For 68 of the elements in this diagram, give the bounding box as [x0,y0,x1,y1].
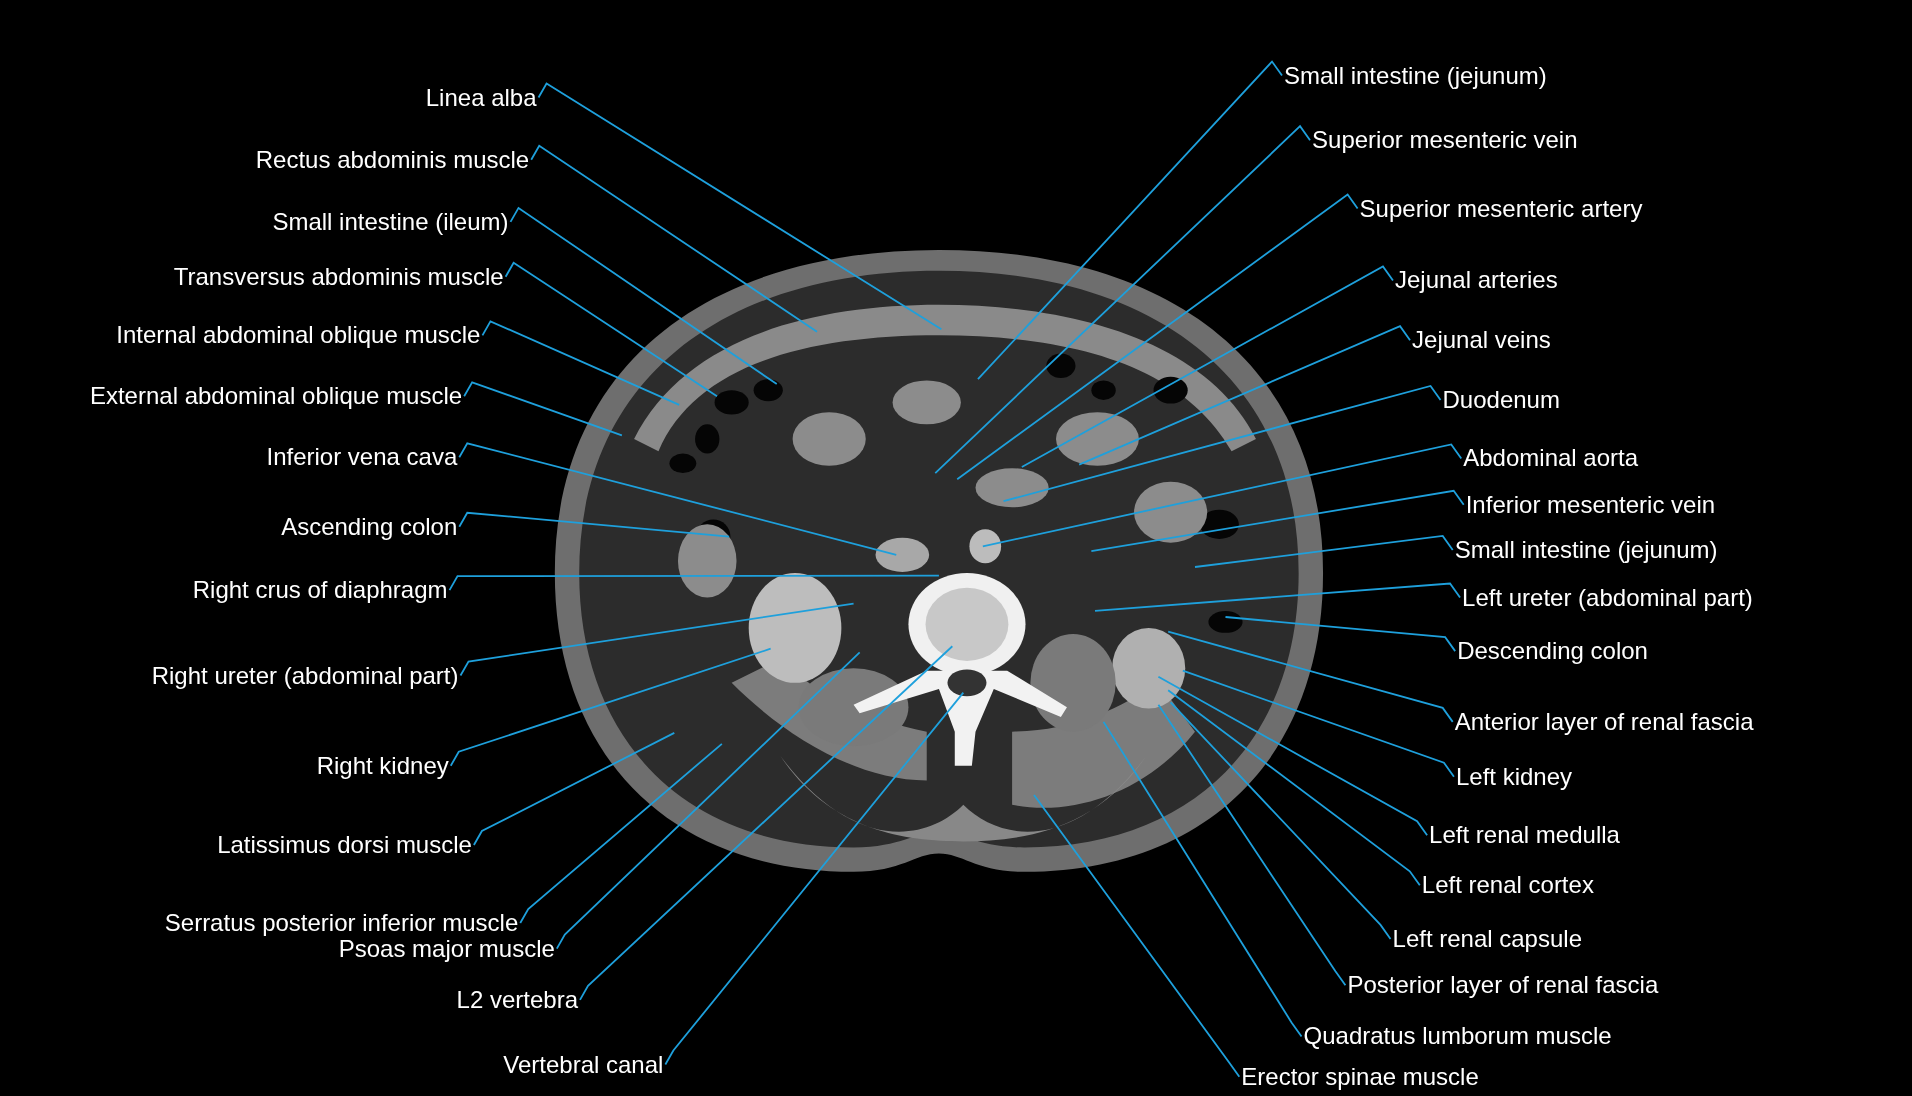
anatomy-label: Small intestine (jejunum) [1454,535,1718,564]
anatomy-label: Right crus of diaphragm [192,576,448,605]
anatomy-label: Left renal capsule [1392,924,1582,953]
leader-line [1020,265,1394,468]
leader-line [459,602,855,677]
anatomy-label: Small intestine (jejunum) [1284,61,1547,90]
leader-line [530,144,818,333]
anatomy-label: Small intestine (ileum) [272,207,509,236]
anatomy-label: Rectus abdominis muscle [255,145,530,174]
leader-line [1002,384,1442,503]
leader-line [1033,794,1241,1078]
leader-line [519,742,723,924]
leader-line [579,645,954,1001]
leader-line [1094,582,1461,612]
anatomy-label: Ascending colon [281,512,458,541]
anatomy-label: Inferior vena cava [266,443,458,472]
leader-line [463,381,623,437]
leader-line [481,320,681,406]
anatomy-label: Erector spinae muscle [1241,1062,1479,1091]
leader-line [1194,535,1454,568]
leader-line [458,442,898,556]
anatomy-label: Jejunal arteries [1394,266,1558,295]
leader-line [537,82,943,331]
anatomy-label: Quadratus lumborum muscle [1303,1022,1612,1051]
anatomy-label: Superior mesenteric artery [1359,194,1643,223]
anatomy-label: Left kidney [1455,762,1572,791]
anatomy-label: Jejunal veins [1412,326,1551,355]
leader-line [981,443,1463,548]
anatomy-label: External abdominal oblique muscle [89,382,463,411]
leader-line [509,206,778,385]
anatomy-label: Posterior layer of renal fascia [1347,971,1659,1000]
anatomy-label: L2 vertebra [456,985,578,1014]
leader-line [1102,721,1303,1038]
anatomy-label: Right kidney [316,751,449,780]
anatomy-label: Abdominal aorta [1463,444,1639,473]
anatomy-label: Linea alba [425,83,537,112]
anatomy-label: Transversus abdominis muscle [173,262,504,291]
leader-line [934,124,1311,474]
anatomy-label: Anterior layer of renal fascia [1454,707,1754,736]
leader-line [1181,669,1455,778]
anatomy-label: Descending colon [1457,637,1648,666]
leader-line [458,511,731,538]
leader-line [664,691,965,1066]
leader-line [448,574,940,592]
leader-line [1090,489,1465,553]
leader-line [555,651,861,950]
leader-line [1157,703,1347,987]
anatomy-label: Vertebral canal [503,1050,664,1079]
leader-line [1224,616,1457,653]
anatomy-label: Internal abdominal oblique muscle [116,321,481,350]
leader-line [1157,675,1428,837]
leader-line [1169,701,1392,940]
leader-line [1167,630,1454,723]
anatomy-label: Superior mesenteric vein [1312,126,1578,155]
anatomy-label: Left renal medulla [1429,821,1620,850]
leader-line [504,261,718,398]
anatomy-label: Inferior mesenteric vein [1465,490,1716,519]
anatomy-label: Latissimus dorsi muscle [217,831,472,860]
leader-line [473,731,676,846]
leader-line [1078,325,1411,466]
anatomy-label: Right ureter (abdominal part) [151,661,459,690]
anatomy-label: Duodenum [1442,385,1560,414]
leader-line [1167,689,1421,887]
anatomy-label: Left ureter (abdominal part) [1462,583,1753,612]
anatomy-label: Left renal cortex [1421,871,1594,900]
leader-line [449,647,772,767]
leader-line [956,193,1359,481]
leader-line [977,60,1283,381]
